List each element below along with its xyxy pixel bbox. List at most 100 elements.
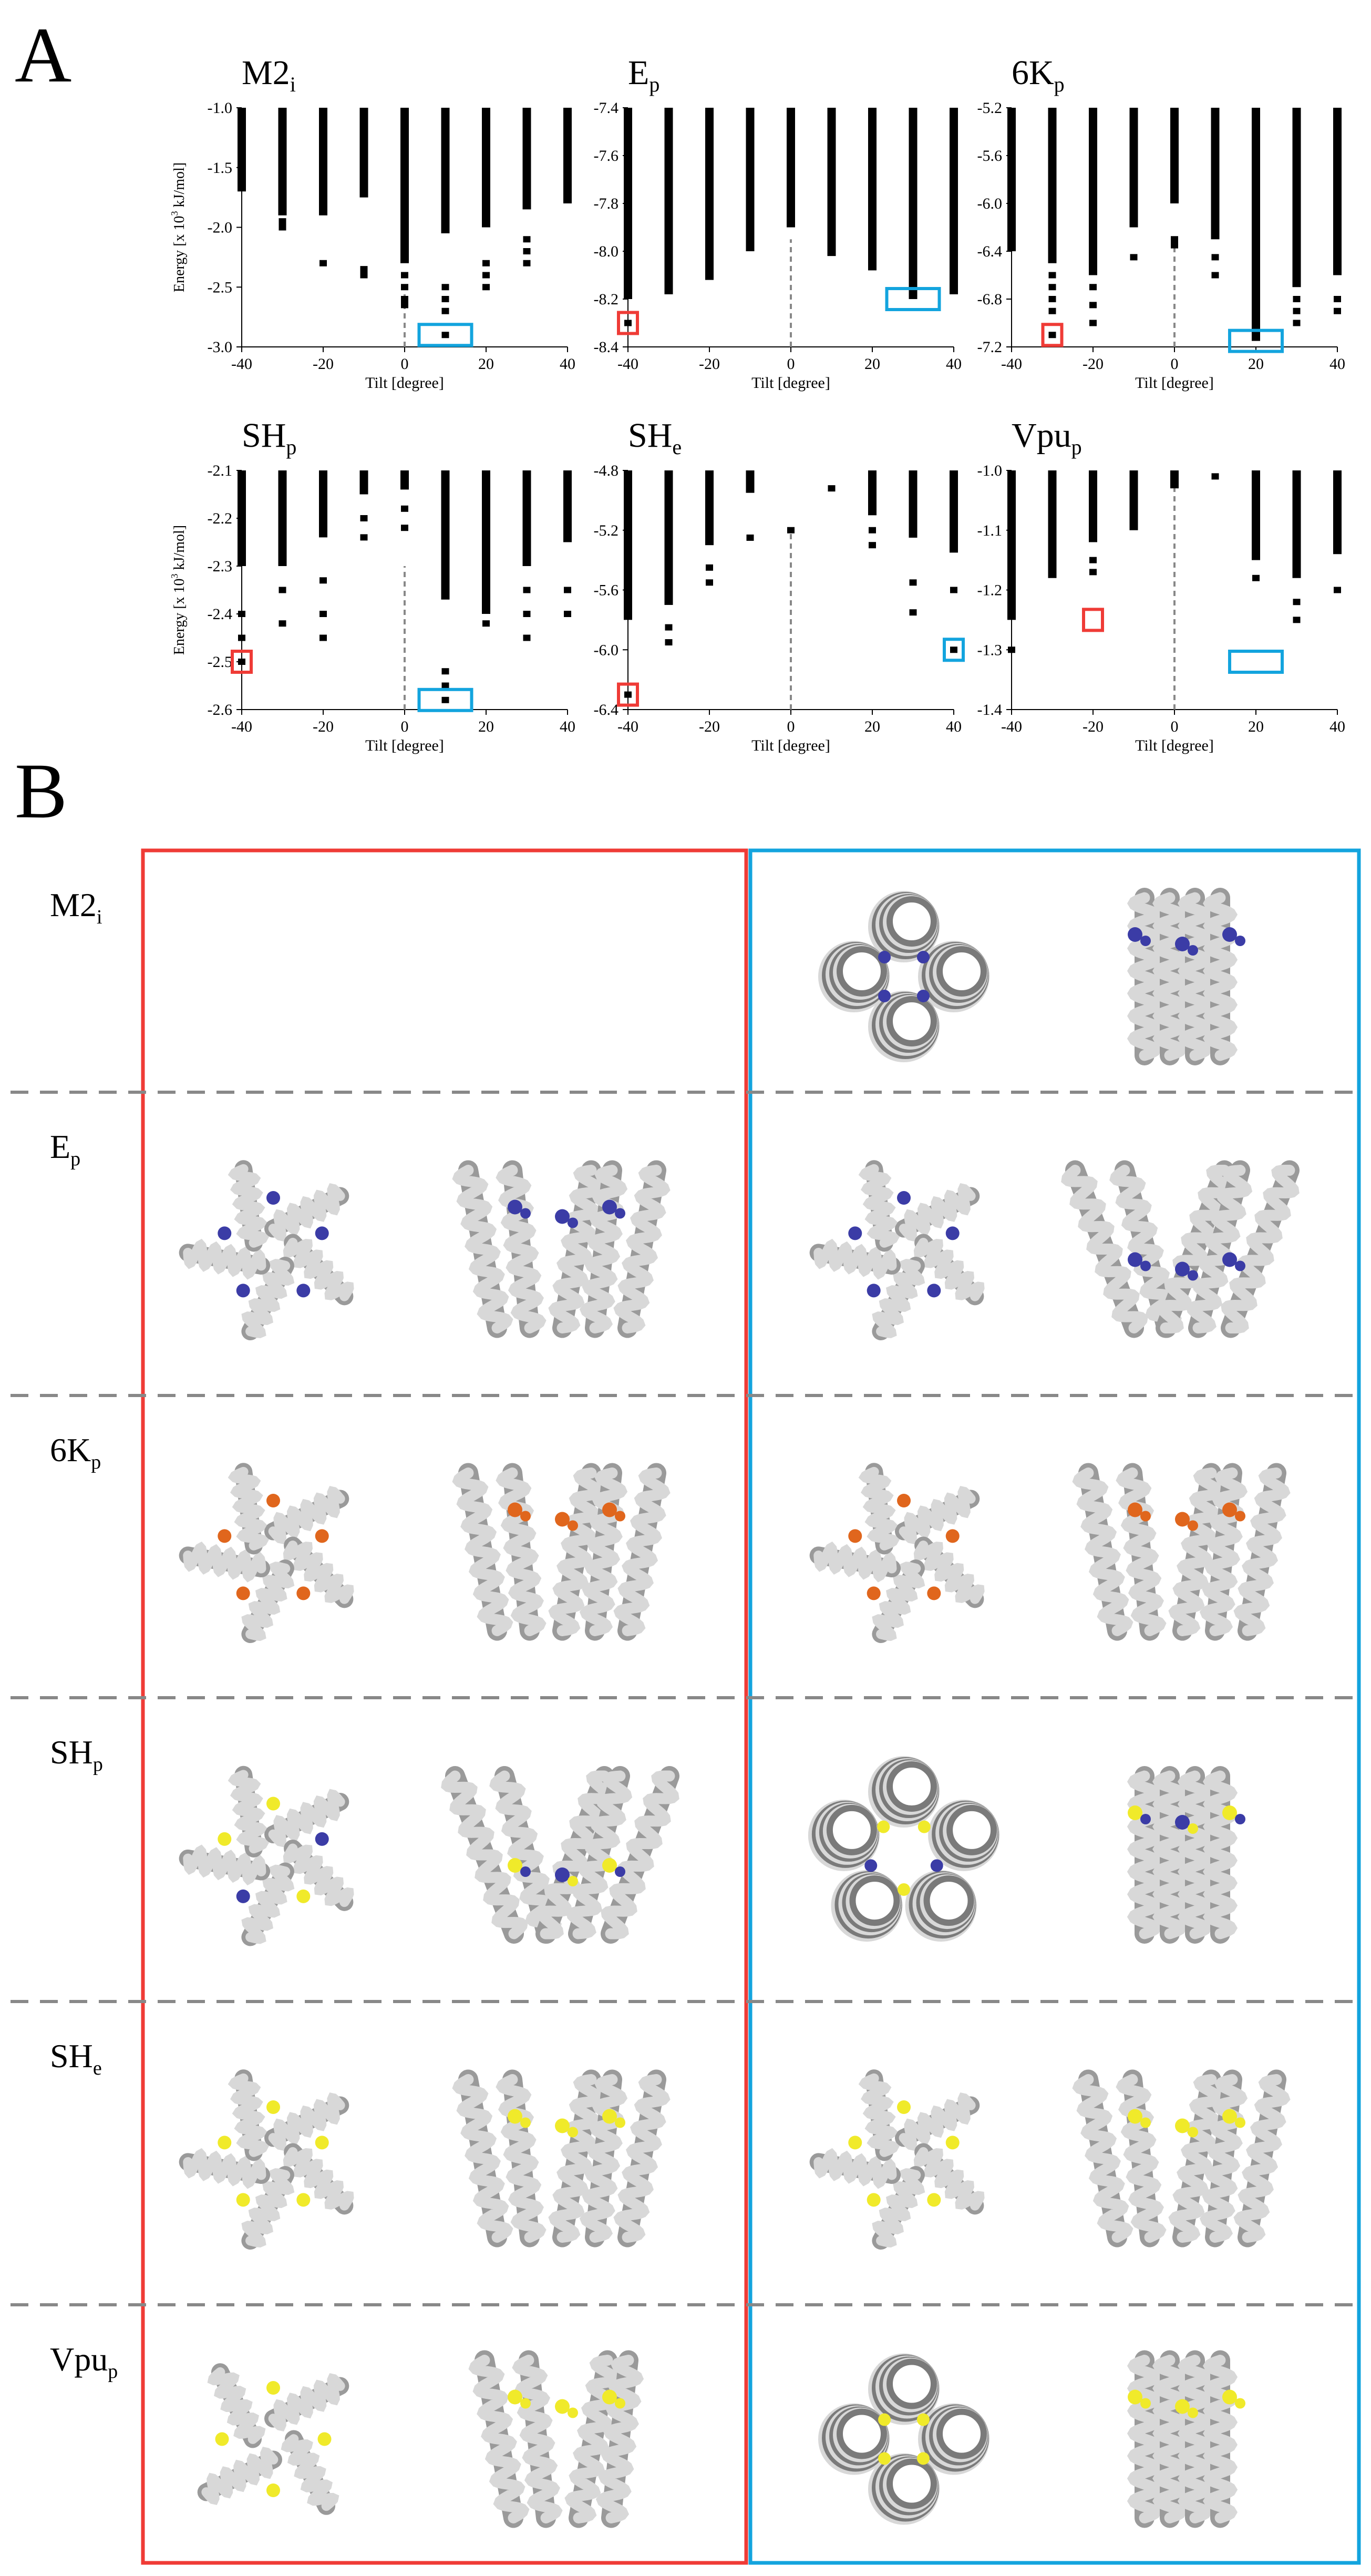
helix-ribbon xyxy=(899,2092,976,2151)
row-label: M2i xyxy=(50,886,102,928)
energy-column xyxy=(441,470,450,600)
helix-ribbon xyxy=(1061,1165,1148,1333)
x-tick-label: -40 xyxy=(617,355,638,373)
ligand-marker xyxy=(1235,1511,1245,1522)
helix-coil xyxy=(946,1804,997,1855)
ligand-marker xyxy=(218,1529,232,1543)
helix-ribbon xyxy=(613,1467,671,1636)
ligand-marker xyxy=(897,1494,911,1507)
ligand-marker xyxy=(1128,2109,1142,2124)
helix-ribbon xyxy=(913,1238,985,1301)
y-tick-label: -5.6 xyxy=(594,582,619,599)
plot-title-main: Vpu xyxy=(1012,416,1071,455)
x-axis-label: Tilt [degree] xyxy=(365,374,444,392)
helix-ribbon xyxy=(613,1165,671,1333)
y-tick-label: -1.0 xyxy=(977,462,1003,479)
energy-point xyxy=(1171,236,1178,243)
helix-ribbon xyxy=(1233,1467,1291,1636)
helix-ribbon xyxy=(1127,892,1162,1061)
energy-column xyxy=(868,470,877,516)
x-tick-label: 40 xyxy=(946,355,962,373)
energy-point xyxy=(1089,284,1097,291)
helix-ribbon xyxy=(1072,1467,1133,1636)
ligand-marker xyxy=(568,2407,578,2418)
ligand-marker xyxy=(508,1502,522,1517)
ligand-marker xyxy=(1222,927,1237,942)
energy-point xyxy=(238,611,245,617)
y-tick-label: -2.1 xyxy=(208,462,233,479)
x-tick-label: 0 xyxy=(787,718,795,735)
ligand-marker xyxy=(218,1226,232,1240)
x-tick-label: 20 xyxy=(864,355,880,373)
energy-column xyxy=(522,108,531,210)
ligand-marker xyxy=(615,2117,625,2128)
y-tick-label: -2.3 xyxy=(208,558,233,575)
x-tick-label: 0 xyxy=(401,718,409,735)
energy-point xyxy=(441,284,449,291)
row-label: Ep xyxy=(50,1128,80,1170)
y-tick-label: -2.2 xyxy=(208,510,233,527)
energy-column xyxy=(950,108,958,294)
ligand-marker xyxy=(615,2398,625,2409)
energy-point xyxy=(1089,320,1097,326)
energy-column xyxy=(441,108,450,233)
energy-point xyxy=(1211,254,1219,261)
energy-point xyxy=(401,302,408,309)
energy-column xyxy=(624,470,632,620)
x-axis-label: Tilt [degree] xyxy=(365,737,444,754)
energy-point xyxy=(360,515,368,521)
helix-ribbon xyxy=(1156,1164,1234,1334)
plot-title-main: SH xyxy=(628,416,672,455)
helix-ribbon xyxy=(858,1164,900,1248)
helix-coil xyxy=(849,1875,900,1926)
ligand-marker xyxy=(266,2100,280,2114)
plot-title-main: SH xyxy=(242,416,286,455)
ligand-marker xyxy=(878,2413,891,2426)
ligand-marker xyxy=(236,2193,250,2207)
helix-coil xyxy=(923,1875,974,1926)
x-axis-label: Tilt [degree] xyxy=(1135,737,1214,754)
energy-column xyxy=(1252,470,1260,560)
x-tick-label: -20 xyxy=(313,355,334,373)
helix-ribbon xyxy=(613,2074,671,2243)
energy-column xyxy=(482,470,490,614)
ligand-marker xyxy=(602,2389,617,2405)
ligand-marker xyxy=(878,951,891,964)
helix-ribbon xyxy=(579,1165,628,1333)
y-tick-label: -1.1 xyxy=(977,522,1003,539)
ligand-marker xyxy=(266,1797,280,1811)
ligand-marker xyxy=(296,1284,311,1298)
energy-point xyxy=(279,587,286,593)
energy-point xyxy=(441,668,449,675)
energy-column xyxy=(482,108,490,228)
energy-column xyxy=(1007,108,1016,251)
y-tick-label: -8.4 xyxy=(594,338,619,356)
y-tick-label: -6.0 xyxy=(977,195,1003,212)
energy-point xyxy=(401,284,408,291)
ligand-marker xyxy=(916,2452,930,2465)
y-tick-label: -1.5 xyxy=(208,159,233,177)
helix-ribbon xyxy=(183,1844,266,1886)
y-tick-label: -7.8 xyxy=(594,195,619,212)
energy-point xyxy=(482,620,490,627)
helix-ribbon xyxy=(1199,1467,1248,1636)
helix-ribbon xyxy=(268,2092,345,2151)
energy-column xyxy=(787,108,795,228)
ligand-marker xyxy=(848,1529,862,1543)
ligand-marker xyxy=(615,1511,625,1522)
x-tick-label: 20 xyxy=(1248,355,1264,373)
plot-title-main: 6K xyxy=(1012,54,1054,92)
energy-point xyxy=(1008,646,1015,653)
energy-point xyxy=(1211,272,1219,279)
energy-point xyxy=(869,542,876,549)
energy-column xyxy=(909,108,918,299)
x-tick-label: -40 xyxy=(231,355,252,373)
energy-point xyxy=(401,525,408,531)
ligand-marker xyxy=(602,2109,617,2124)
helix-ribbon xyxy=(1127,2355,1162,2523)
ligand-marker xyxy=(1140,1260,1151,1271)
row-label-sub: p xyxy=(70,1148,80,1170)
